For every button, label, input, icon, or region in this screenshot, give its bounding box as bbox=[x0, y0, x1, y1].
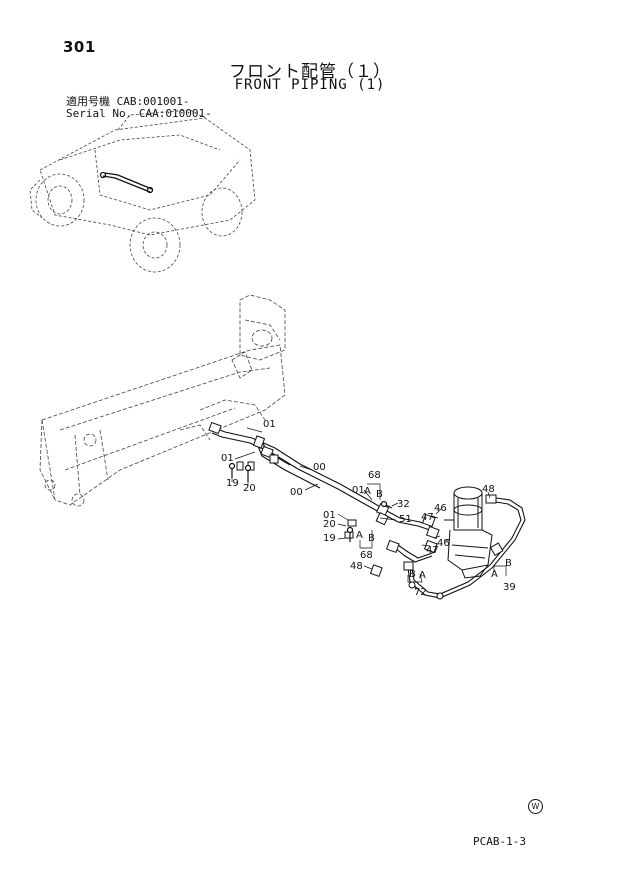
w-circle-mark: W bbox=[528, 799, 543, 814]
serial-row-jp: 適用号機 CAB:001001- bbox=[66, 96, 212, 108]
callout-label: A bbox=[356, 530, 363, 541]
callout-label: B bbox=[368, 533, 375, 544]
callout-labels: 01 01 19 20 00 00 68 01 A B 32 51 01 20 … bbox=[221, 419, 516, 598]
center-joint bbox=[444, 486, 493, 579]
serial-label: 適用号機 bbox=[66, 95, 110, 108]
callout-label: 68 bbox=[360, 550, 373, 561]
callout-label: 20 bbox=[243, 483, 256, 494]
callout-label: B bbox=[505, 558, 512, 569]
serial-applicability: 適用号機 CAB:001001- Serial No. CAA:010001- bbox=[66, 96, 212, 120]
callout-label: 32 bbox=[397, 499, 410, 510]
callout-label: 48 bbox=[350, 561, 363, 572]
title-english: FRONT PIPING (1) bbox=[234, 77, 386, 93]
callout-label: 48 bbox=[482, 484, 495, 495]
callout-label: 01 bbox=[352, 485, 365, 496]
callout-label: 01 bbox=[323, 510, 336, 521]
callout-label: 20 bbox=[323, 519, 336, 530]
callout-label: 72 bbox=[414, 587, 427, 598]
overview-piping bbox=[99, 171, 154, 194]
machine-overview bbox=[29, 109, 256, 273]
callout-label: 47 bbox=[426, 545, 439, 556]
callout-label: A bbox=[491, 569, 498, 580]
callout-label: 19 bbox=[323, 533, 336, 544]
pipe-fittings bbox=[208, 421, 504, 600]
page-number: 301 bbox=[63, 38, 96, 56]
callout-label: 51 bbox=[399, 514, 412, 525]
callout-label: B bbox=[409, 569, 416, 580]
callout-label: 46 bbox=[434, 503, 447, 514]
title-japanese: フロント配管（１） bbox=[229, 62, 391, 82]
callout-label: 00 bbox=[290, 487, 303, 498]
serial-value: CAB:001001- bbox=[116, 95, 190, 108]
serial-label: Serial No. bbox=[66, 107, 133, 120]
callout-label: B bbox=[376, 489, 383, 500]
callout-label: 00 bbox=[313, 462, 326, 473]
callout-label: 01 bbox=[263, 419, 276, 430]
boom-outline bbox=[39, 294, 286, 507]
callout-label: 19 bbox=[226, 478, 239, 489]
callout-label: A bbox=[364, 486, 371, 497]
bolts bbox=[228, 462, 393, 542]
callout-label: 46 bbox=[437, 538, 450, 549]
serial-row-en: Serial No. CAA:010001- bbox=[66, 108, 212, 120]
serial-value: CAA:010001- bbox=[138, 107, 212, 120]
callout-label: 39 bbox=[503, 582, 516, 593]
document-code: PCAB-1-3 bbox=[473, 835, 526, 848]
leader-lines bbox=[231, 427, 507, 591]
callout-label: 01 bbox=[221, 453, 234, 464]
callout-label: 47 bbox=[421, 512, 434, 523]
callout-label: A bbox=[419, 570, 426, 581]
callout-label: 68 bbox=[368, 470, 381, 481]
